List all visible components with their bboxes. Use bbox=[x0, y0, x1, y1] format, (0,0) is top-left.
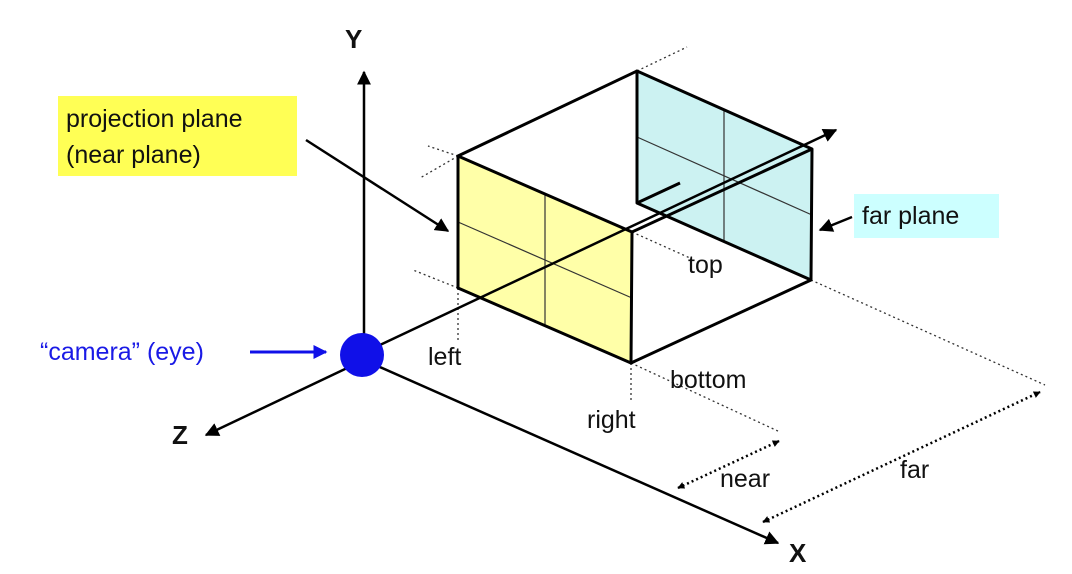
near-plane-label: (near plane) bbox=[66, 141, 201, 169]
camera-label: “camera” (eye) bbox=[40, 338, 204, 366]
far-label: far bbox=[900, 456, 930, 484]
dotted-guides bbox=[412, 46, 1046, 433]
right-label: right bbox=[587, 406, 636, 434]
far-dimension-arrow bbox=[762, 390, 1041, 524]
y-axis-label: Y bbox=[345, 24, 363, 54]
far-plane-label-box bbox=[854, 194, 999, 238]
near-dimension-arrow bbox=[677, 439, 780, 490]
far-plane-pointer-arrow bbox=[818, 215, 853, 232]
projection-plane-label-box bbox=[58, 96, 297, 176]
camera-eye bbox=[340, 333, 384, 377]
top-label: top bbox=[688, 251, 723, 279]
x-axis-label: X bbox=[789, 538, 807, 568]
bottom-label: bottom bbox=[670, 366, 747, 394]
near-label: near bbox=[720, 465, 771, 493]
projection-plane-pointer-arrow bbox=[305, 138, 450, 233]
left-label: left bbox=[428, 343, 462, 371]
frustum-edges bbox=[456, 69, 814, 365]
far-plane-label: far plane bbox=[862, 202, 960, 230]
projection-plane-label: projection plane bbox=[66, 105, 243, 133]
z-axis-label: Z bbox=[172, 420, 188, 450]
z-axis bbox=[204, 358, 365, 437]
x-axis bbox=[363, 358, 780, 545]
plane-grids bbox=[457, 110, 813, 325]
view-direction-line bbox=[379, 128, 838, 347]
